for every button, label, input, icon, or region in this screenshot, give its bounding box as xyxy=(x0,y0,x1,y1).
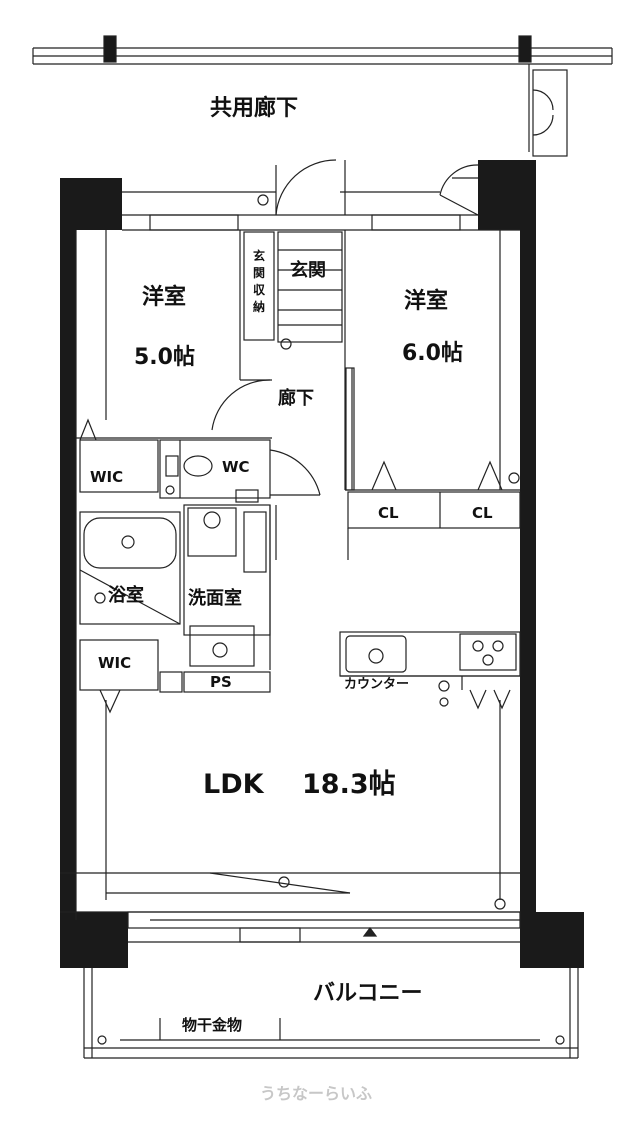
hallway-label: 廊下 xyxy=(278,388,314,409)
ldk-walls xyxy=(60,700,520,913)
entrance-storage-label: 玄関収納 xyxy=(252,249,265,314)
counter-label: カウンター xyxy=(344,677,410,692)
watermark: うちなーらいふ xyxy=(260,1084,373,1103)
western-room-right-size: 6.0帖 xyxy=(402,341,463,366)
balcony-label: バルコニー xyxy=(313,981,423,1006)
western-room-left-label: 洋室 xyxy=(142,285,187,310)
common-corridor-label: 共用廊下 xyxy=(210,96,299,121)
closet-right-label: CL xyxy=(472,504,493,522)
entrance-label: 玄関 xyxy=(290,260,326,281)
entrance-door xyxy=(275,159,479,216)
western-room-right-label: 洋室 xyxy=(404,289,449,314)
balcony xyxy=(83,968,579,1059)
bathroom-label: 浴室 xyxy=(108,585,144,606)
left-room-walls xyxy=(75,230,272,920)
pipe-space-label: PS xyxy=(210,673,232,691)
wc-label: WC xyxy=(222,458,250,476)
right-room-walls xyxy=(344,230,520,491)
exterior-walls xyxy=(60,160,584,968)
ldk-size: 18.3帖 xyxy=(302,769,396,800)
sliding-windows xyxy=(127,911,521,943)
western-room-left-size: 5.0帖 xyxy=(134,345,195,370)
closets xyxy=(347,491,521,560)
kitchen xyxy=(339,631,521,710)
ldk-label: LDK xyxy=(203,769,264,800)
wic-lower-label: WIC xyxy=(98,654,132,672)
corridor-railing xyxy=(32,35,613,152)
bathroom-fixtures xyxy=(79,511,181,625)
wic-lower xyxy=(79,639,271,714)
closet-left-label: CL xyxy=(378,504,399,522)
washroom-fixtures xyxy=(183,504,277,670)
wic-upper-label: WIC xyxy=(90,468,124,486)
top-wall xyxy=(122,191,520,231)
meter-box-doors xyxy=(532,69,568,157)
drying-hardware-label: 物干金物 xyxy=(182,1016,243,1034)
wic-wc-upper xyxy=(79,418,321,503)
entrance-area xyxy=(243,194,343,350)
washroom-label: 洗面室 xyxy=(188,588,242,609)
